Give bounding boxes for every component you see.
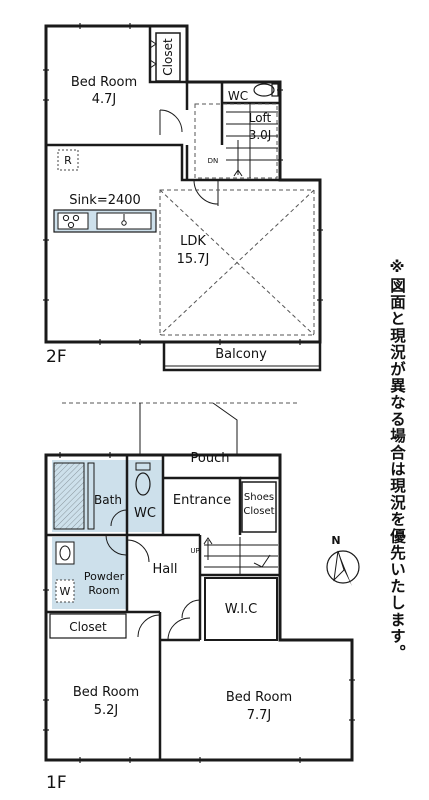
wc-1f-label: WC — [134, 506, 156, 521]
floor-label-2f: 2F — [46, 347, 67, 367]
balcony-label: Balcony — [215, 347, 267, 362]
w-mark: W — [60, 585, 71, 598]
r-mark: R — [64, 154, 72, 167]
bedroom-1f-a-size: 5.2J — [94, 703, 119, 718]
compass-north-label: N — [331, 534, 340, 547]
floor-2f: Bed Room 4.7J Closet WC Loft 3.0J R DN S… — [43, 23, 323, 372]
disclaimer-note: ※図面と現況が異なる場合は現況を優先いたします。 — [388, 258, 406, 662]
hall-label: Hall — [153, 562, 178, 577]
bedroom-2f-name: Bed Room — [71, 75, 137, 90]
bedroom-1f-b-name: Bed Room — [226, 690, 292, 705]
bedroom-2f-size: 4.7J — [92, 92, 117, 107]
compass-icon — [326, 550, 360, 586]
up-mark: UP — [190, 547, 199, 555]
bedroom-1f-a-name: Bed Room — [73, 685, 139, 700]
bedroom-1f-b-size: 7.7J — [247, 708, 272, 723]
sink-label: Sink=2400 — [69, 193, 141, 208]
ldk-name: LDK — [180, 234, 206, 249]
dn-mark: DN — [208, 157, 219, 165]
closet-1f-label: Closet — [69, 620, 107, 634]
powder-room-line2: Room — [88, 584, 119, 597]
floor-label-1f: 1F — [46, 773, 67, 793]
loft-size: 3.0J — [249, 128, 272, 142]
pouch-label: Pouch — [191, 451, 230, 466]
closet-2f-label: Closet — [161, 38, 175, 76]
bath-label: Bath — [94, 493, 122, 507]
powder-room-line1: Powder — [84, 570, 125, 583]
ldk-size: 15.7J — [177, 252, 210, 267]
shoes-closet-line1: Shoes — [244, 492, 274, 503]
wc-2f-label: WC — [228, 89, 248, 103]
floor-1f: N Pouch Bath WC Entrance Shoes Closet UP… — [43, 402, 360, 793]
loft-name: Loft — [249, 111, 272, 125]
shoes-closet-line2: Closet — [243, 506, 274, 517]
entrance-label: Entrance — [173, 493, 231, 508]
wic-label: W.I.C — [225, 602, 258, 617]
